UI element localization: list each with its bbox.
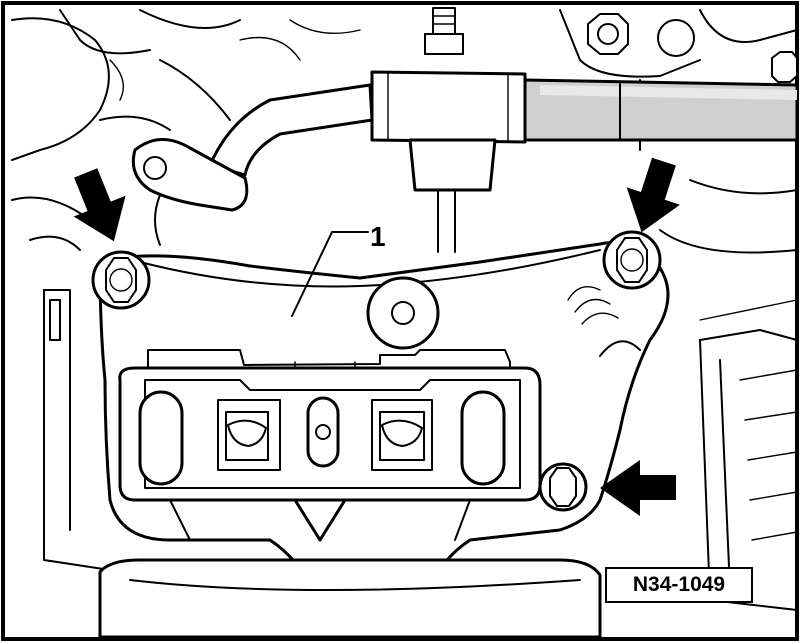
callout-1-label: 1 xyxy=(370,221,386,252)
background-engine-right xyxy=(559,9,798,321)
left-bracket xyxy=(131,138,249,246)
background-engine-left xyxy=(11,9,361,251)
callout-1: 1 xyxy=(291,221,386,317)
arrow-down-left xyxy=(73,168,126,242)
upper-right-bolt xyxy=(602,230,662,290)
engine-mount xyxy=(43,240,670,639)
arrow-left xyxy=(600,460,676,516)
arrow-down-right xyxy=(626,157,680,233)
reference-code: N34-1049 xyxy=(605,567,753,603)
upper-left-bolt xyxy=(91,250,151,310)
hose-pipe xyxy=(208,70,799,253)
top-center-stud xyxy=(424,7,464,55)
lower-right-bolt xyxy=(538,462,588,512)
